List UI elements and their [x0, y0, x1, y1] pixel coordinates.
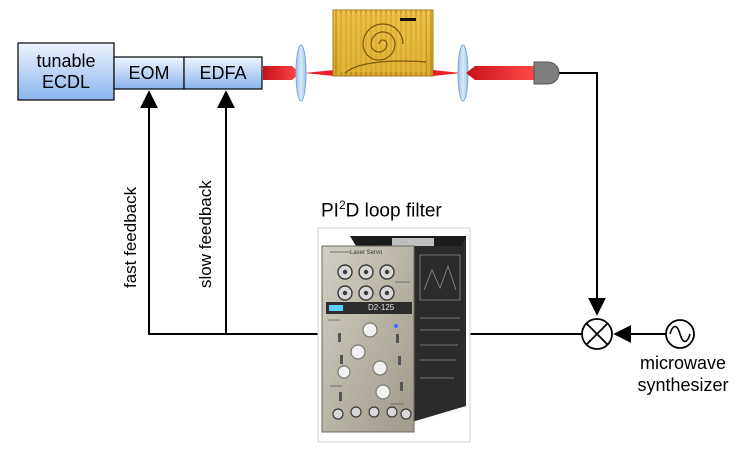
eom-label: EOM [128, 62, 170, 83]
loop-filter-title: PI2D loop filter [321, 198, 442, 222]
sine-source-icon [665, 319, 695, 349]
fast-feedback-label: fast feedback [121, 186, 140, 288]
edfa-box [183, 56, 263, 90]
loop-filter-title-sup: 2 [338, 198, 346, 212]
device-top-label: Laser Servo [350, 250, 383, 256]
eom-box [113, 56, 185, 90]
laser-label-line2: ECDL [41, 71, 90, 92]
edfa-label: EDFA [199, 62, 247, 83]
photodetector-icon [533, 61, 560, 85]
waveguide-chip-icon [332, 9, 434, 77]
laser-beam-4 [466, 66, 534, 80]
loop-filter-title-prefix: PI [321, 200, 339, 222]
laser-label: tunable ECDL [18, 43, 114, 100]
laser-label-line1: tunable [36, 50, 96, 71]
synthesizer-label-line2: synthesizer [637, 375, 729, 395]
loop-filter-device-image [317, 227, 471, 443]
fast-feedback-line [140, 90, 318, 335]
laser-beam-1 [263, 66, 300, 80]
synthesizer-label: microwave synthesizer [623, 352, 743, 396]
laser-beam-3 [433, 70, 461, 76]
slow-feedback-label: slow feedback [196, 180, 215, 288]
laser-beam-2 [304, 70, 334, 76]
detector-to-mixer-line [559, 72, 606, 316]
lens-icon [295, 44, 307, 102]
mixer-icon [581, 318, 613, 350]
laser-box [17, 42, 115, 101]
loop-filter-title-suffix: D loop filter [345, 200, 442, 222]
device-model-label: D2-125 [368, 303, 395, 312]
synthesizer-label-line1: microwave [639, 353, 727, 373]
